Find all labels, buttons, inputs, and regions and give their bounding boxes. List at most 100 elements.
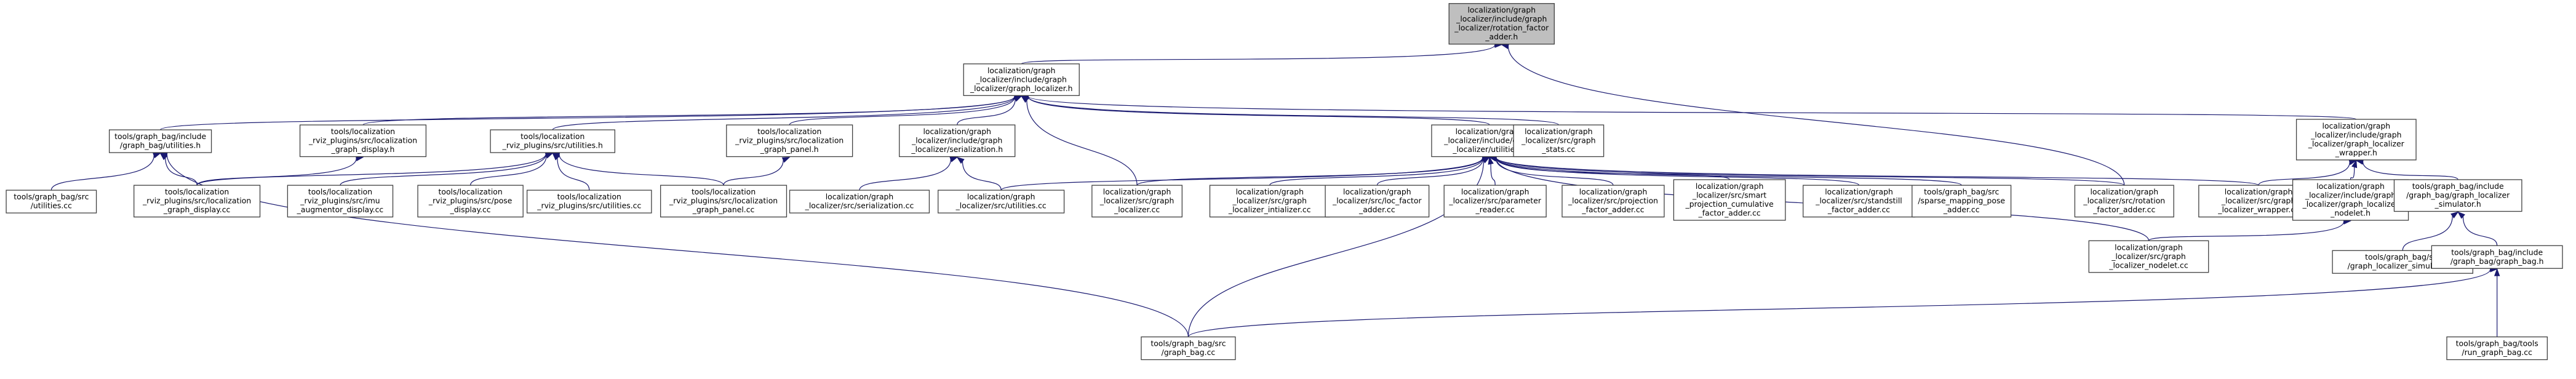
node-label-line: _rviz_plugins/src/imu <box>300 196 380 205</box>
node-label-line: _localizer/src/graph <box>2221 196 2295 205</box>
node-label-line: _localizer/src/utilities.cc <box>955 201 1047 210</box>
edge-line <box>196 158 357 186</box>
node-label-line: _localizer/include/graph <box>2305 191 2396 200</box>
node-file[interactable]: tools/localization_rviz_plugins/src/loca… <box>134 185 261 218</box>
node-file[interactable]: localization/graph_localizer/src/utiliti… <box>938 190 1065 213</box>
dependency-edge <box>1269 155 1491 186</box>
node-file[interactable]: localization/graph_localizer/src/project… <box>1561 185 1665 218</box>
node-file[interactable]: tools/graph_bag/include/graph_bag/graph_… <box>2393 179 2522 212</box>
node-file[interactable]: tools/graph_bag/src/graph_localizer_simu… <box>2332 250 2473 274</box>
node-file[interactable]: tools/localization_rviz_plugins/src/loca… <box>726 124 853 158</box>
node-file[interactable]: localization/graph_localizer/src/seriali… <box>789 190 930 213</box>
node-file[interactable]: localization/graph_localizer/src/graph_l… <box>2088 240 2209 273</box>
node-file[interactable]: localization/graph_localizer/src/standst… <box>1803 185 1915 218</box>
node-file[interactable]: localization/graph_localizer/include/gra… <box>2295 119 2417 161</box>
node-label-line: /sparse_mapping_pose <box>1918 196 2005 205</box>
node-file[interactable]: tools/graph_bag/include/graph_bag/utilit… <box>108 129 212 153</box>
node-label-line: localization/graph <box>1696 182 1764 191</box>
node-file[interactable]: localization/graph_localizer/src/rotatio… <box>2074 185 2174 218</box>
dependency-edge <box>957 95 1023 126</box>
node-label-line: tools/graph_bag/include <box>2412 182 2504 191</box>
node-label-line: _localizer/src/projection <box>1568 196 1658 205</box>
node-label-line: /graph_bag.cc <box>1162 348 1216 357</box>
edge-line <box>1496 158 1860 186</box>
node-box <box>2074 185 2174 218</box>
node-file[interactable]: localization/graph_localizer/src/smart_p… <box>1673 179 1786 221</box>
arrowhead <box>1488 156 1494 165</box>
node-box <box>1561 185 1665 218</box>
node-label-line: _localizer/graph_localizer <box>2302 199 2399 209</box>
node-file[interactable]: localization/graph_localizer/src/loc_fac… <box>1325 185 1430 218</box>
node-file[interactable]: localization/graph_localizer/src/paramet… <box>1443 185 1547 218</box>
node-file[interactable]: localization/graph_localizer/include/gra… <box>2292 179 2409 221</box>
node-file[interactable]: tools/localization_rviz_plugins/src/imu_… <box>287 185 394 218</box>
node-file[interactable]: localization/graph_localizer/src/graph_l… <box>1091 185 1183 218</box>
node-label-line: _rviz_plugins/src/localization <box>735 136 843 145</box>
arrowhead <box>949 156 959 162</box>
dependency-edge <box>470 153 554 186</box>
node-file[interactable]: tools/localization_rviz_plugins/src/util… <box>490 129 616 153</box>
dependency-edge <box>2258 159 2358 186</box>
node-file[interactable]: tools/graph_bag/src/graph_bag.cc <box>1141 336 1236 361</box>
node-label-line: tools/localization <box>439 187 503 196</box>
node-label-line: _localizer/src/serialization.cc <box>805 201 914 210</box>
node-label-line: _projection_cumulative <box>1685 199 1774 209</box>
node-box <box>1803 185 1915 218</box>
node-file[interactable]: tools/graph_bag/tools/run_graph_bag.cc <box>2446 336 2548 361</box>
node-file[interactable]: localization/graph_localizer/include/gra… <box>963 63 1080 96</box>
edge-line <box>1507 46 2125 186</box>
edge-line <box>1027 96 2357 120</box>
node-label-line: _adder.h <box>1485 32 1518 41</box>
node-file[interactable]: tools/localization_rviz_plugins/src/loca… <box>299 124 427 158</box>
node-file[interactable]: localization/graph_localizer/src/graph_l… <box>1209 185 1330 218</box>
edge-line <box>1376 159 1483 186</box>
node-file[interactable]: tools/graph_bag/include/graph_bag/graph_… <box>2431 245 2563 269</box>
node-label-line: _graph_display.h <box>331 145 395 154</box>
node-label-line: tools/localization <box>520 132 584 141</box>
edge-line <box>2258 162 2350 186</box>
node-label-line: _localizer/graph_localizer <box>2308 139 2405 148</box>
dependency-edge <box>859 156 959 191</box>
node-label-line: _localizer/include/graph <box>2310 130 2401 139</box>
node-file[interactable]: localization/graph_localizer/include/gra… <box>899 124 1016 158</box>
node-box <box>899 124 1016 158</box>
node-label-line: /run_graph_bag.cc <box>2462 348 2532 357</box>
node-label-line: localization/graph <box>1579 187 1648 196</box>
edge-line <box>1000 158 1483 191</box>
edge-line <box>1027 96 1490 126</box>
node-label-line: _localizer/src/loc_factor <box>1332 196 1422 205</box>
node-file[interactable]: localization/graph_localizer/src/graph_s… <box>1513 124 1605 158</box>
node-label-line: _localizer_wrapper.cc <box>2217 205 2299 214</box>
node-label-line: _factor_adder.cc <box>1827 205 1890 214</box>
node-label-line: _rviz_plugins/src/utilities.h <box>502 141 603 150</box>
node-label-line: /graph_localizer_simulator.cc <box>2348 261 2458 271</box>
node-box <box>660 185 788 218</box>
edge-line <box>859 159 951 191</box>
dependency-edge <box>1020 94 1490 126</box>
node-label-line: localization/graph <box>1525 127 1593 136</box>
node-label-line: _reader.cc <box>1475 205 1515 214</box>
node-label-line: _factor_adder.cc <box>1581 205 1644 214</box>
node-label-line: tools/graph_bag/include <box>114 132 206 141</box>
node-box <box>2431 245 2563 269</box>
node-box <box>1513 124 1605 158</box>
node-file[interactable]: tools/localization_rviz_plugins/src/util… <box>527 190 652 213</box>
dependency-edge <box>1488 154 2125 186</box>
dependency-edge <box>789 94 1023 126</box>
node-label-line: tools/localization <box>557 192 621 201</box>
node-file[interactable]: tools/graph_bag/src/sparse_mapping_pose_… <box>1912 185 2012 218</box>
node-label-line: _localizer/utilities.h <box>1452 145 1526 154</box>
node-box <box>299 124 427 158</box>
edge-line <box>2350 167 2355 180</box>
node-box <box>287 185 394 218</box>
node-label-line: _adder.cc <box>1943 205 1980 214</box>
node-file[interactable]: tools/localization_rviz_plugins/src/pose… <box>417 185 524 218</box>
edge-line <box>1496 158 1962 186</box>
node-root-file[interactable]: localization/graph_localizer/include/gra… <box>1448 3 1555 45</box>
node-label-line: tools/graph_bag/include <box>2451 247 2543 257</box>
node-box <box>417 185 524 218</box>
node-file[interactable]: tools/graph_bag/src/utilities.cc <box>6 190 97 213</box>
node-file[interactable]: tools/localization_rviz_plugins/src/loca… <box>660 185 788 218</box>
node-label-line: _factor_adder.cc <box>1698 209 1761 218</box>
